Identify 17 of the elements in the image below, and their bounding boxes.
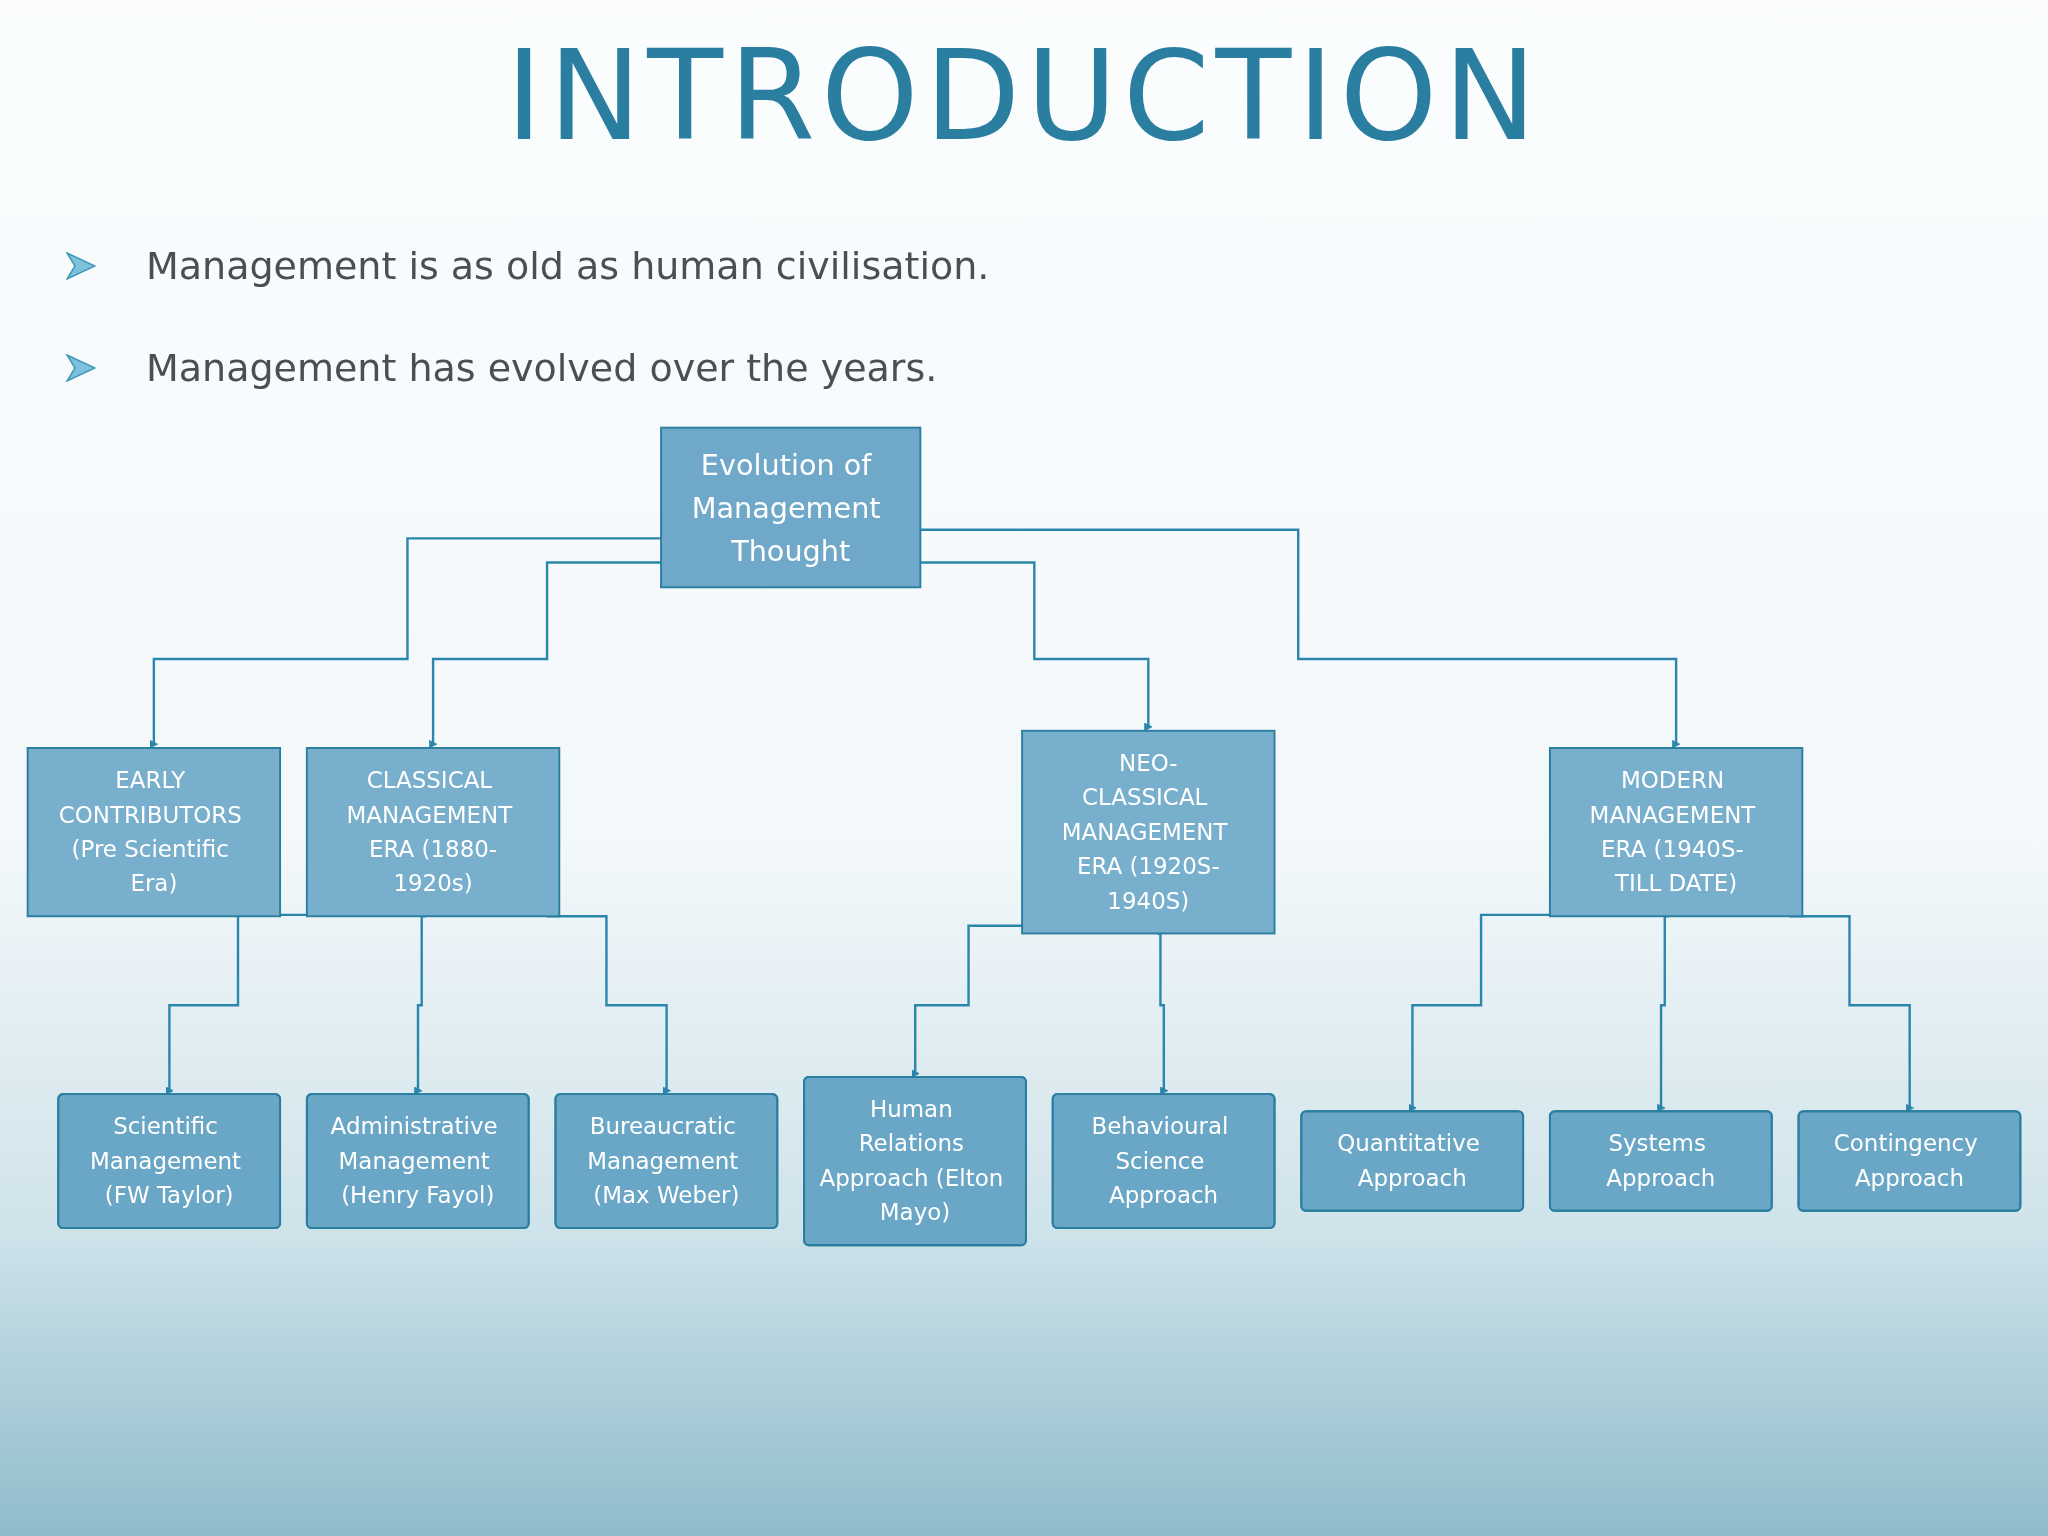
node-box: CLASSICAL MANAGEMENT ERA (1880-1920s) — [305, 747, 561, 918]
arrow — [428, 561, 662, 749]
arrow — [1408, 913, 1550, 1113]
arrow — [911, 924, 1023, 1078]
arrow — [920, 528, 1681, 749]
arrow — [1657, 915, 1669, 1113]
node-box: Evolution of Management Thought — [660, 426, 922, 589]
arrow — [920, 561, 1153, 732]
arrow — [149, 537, 662, 749]
slide-title: INTRODUCTION — [505, 24, 1543, 168]
arrow — [1157, 932, 1169, 1095]
bullet-text: Management is as old as human civilisation. — [146, 244, 990, 288]
arrow — [414, 915, 426, 1095]
node-box: EARLY CONTRIBUTORS (Pre Scientific Era) — [26, 747, 282, 918]
bullet-text: Management has evolved over the years. — [146, 346, 938, 390]
node-box: MODERN MANAGEMENT ERA (1940S- TILL DATE) — [1548, 747, 1804, 918]
node-box: NEO-CLASSICAL MANAGEMENT ERA (1920S-1940S) — [1021, 729, 1276, 935]
